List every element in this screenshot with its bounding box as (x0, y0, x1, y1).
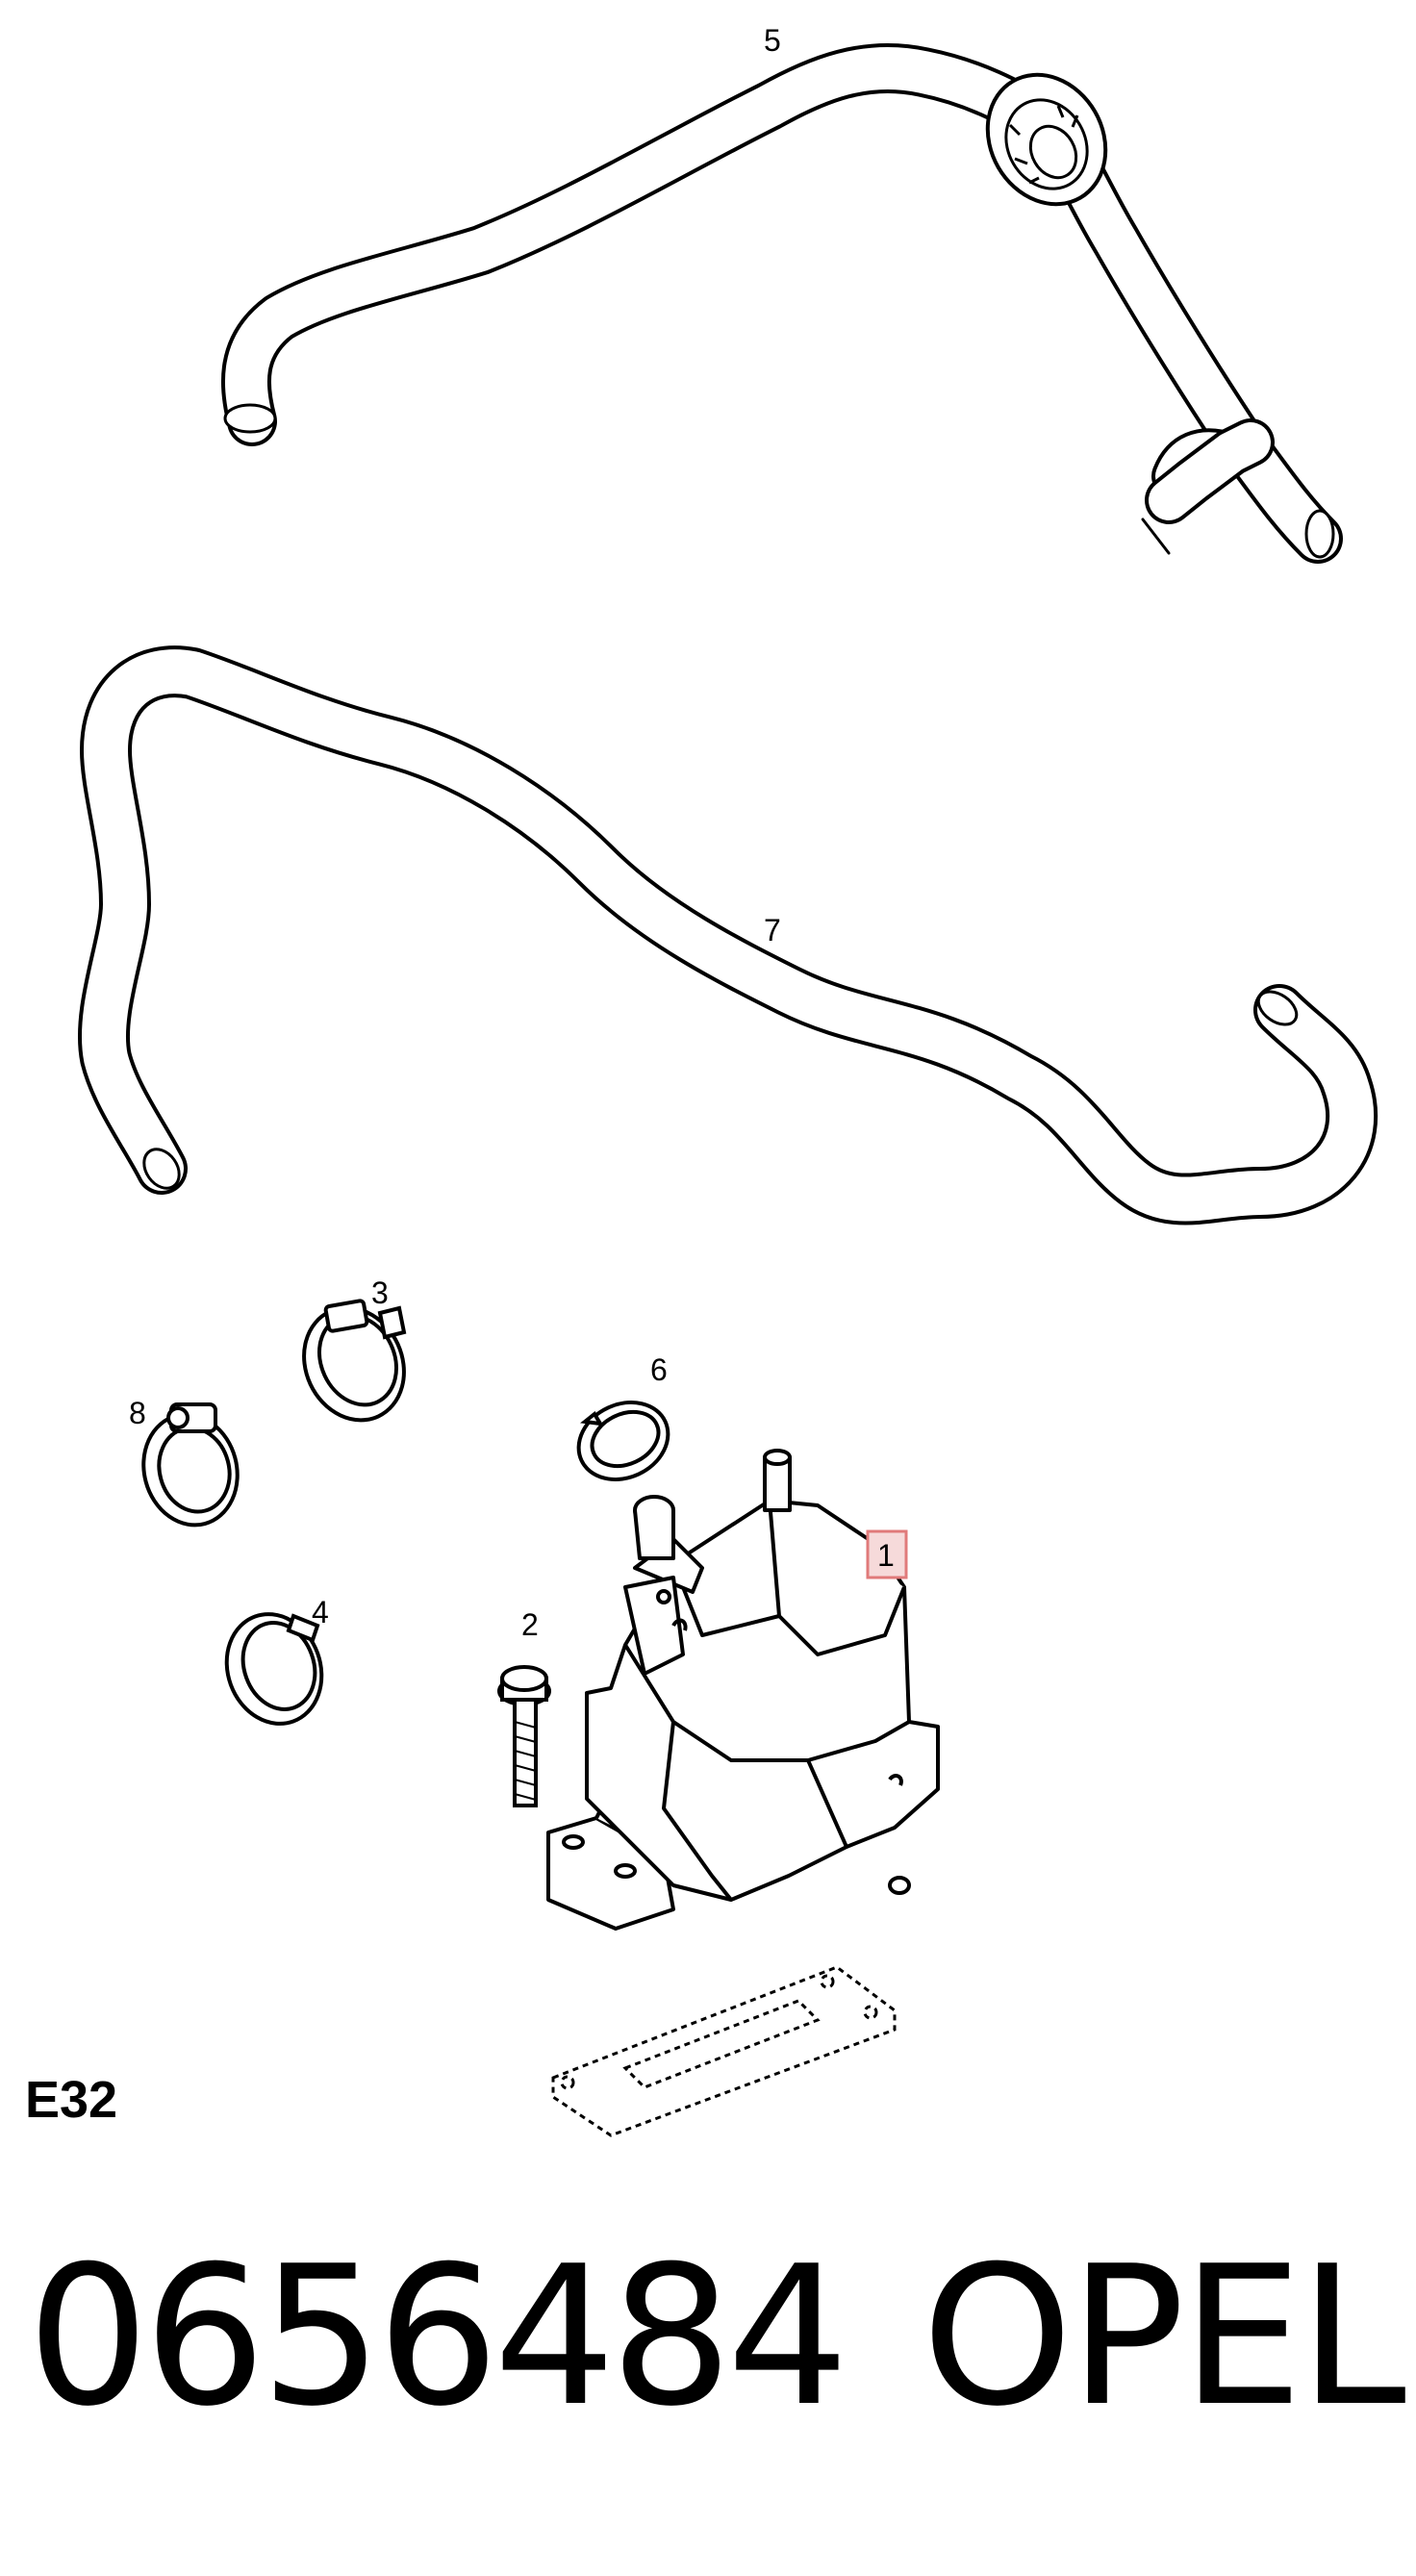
callout-1-highlight (866, 1529, 908, 1579)
bolt-part-2 (497, 1665, 551, 1807)
callout-8: 8 (129, 1396, 146, 1430)
section-code: E32 (25, 2071, 118, 2129)
hose-clamp-part-8 (141, 1402, 240, 1528)
part-number: 0656484 (27, 2225, 849, 2449)
callout-labels: 1 2 3 4 5 6 7 8 (129, 23, 908, 1642)
callout-3: 3 (371, 1275, 389, 1310)
gasket (551, 1965, 897, 2137)
brand-name: OPEL (922, 2225, 1406, 2449)
hose-part-7 (77, 645, 1378, 1225)
callout-5: 5 (764, 23, 781, 58)
callout-2: 2 (521, 1607, 539, 1642)
grommet (985, 72, 1108, 207)
callout-1: 1 (877, 1538, 895, 1573)
hose-clamp-part-6 (576, 1401, 670, 1481)
hose-clamp-part-3 (302, 1299, 407, 1423)
expansion-tank-part-1 (546, 1449, 940, 1931)
callout-6: 6 (650, 1352, 668, 1387)
callout-4: 4 (312, 1595, 329, 1629)
hose-clamp-part-4 (224, 1612, 324, 1726)
callout-7: 7 (764, 913, 781, 947)
hose-part-5 (220, 42, 1343, 564)
